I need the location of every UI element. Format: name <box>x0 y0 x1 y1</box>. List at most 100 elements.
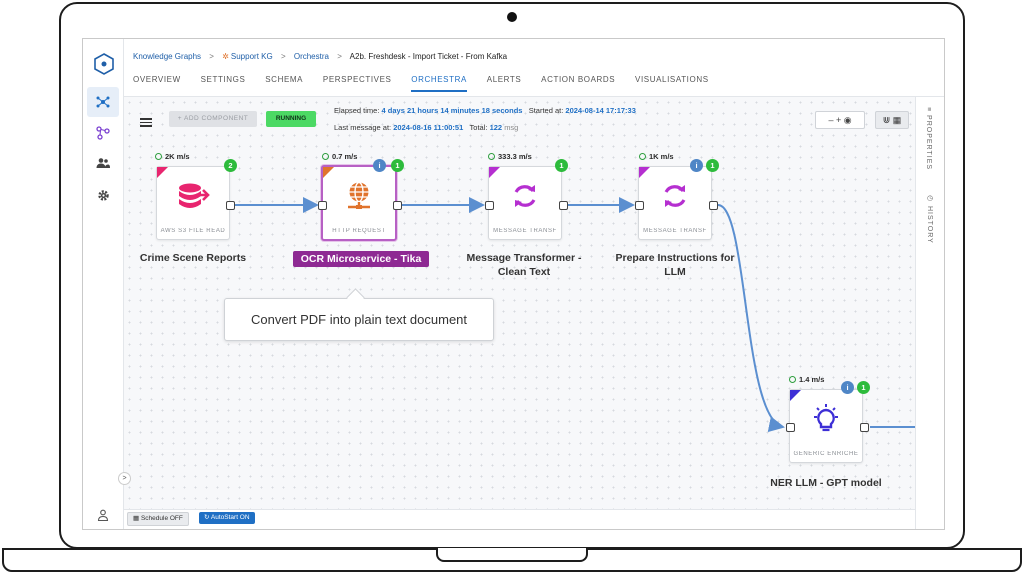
history-label: HISTORY <box>926 205 933 244</box>
count-badge: 1 <box>857 381 870 394</box>
gauge-icon <box>488 153 495 160</box>
gear-icon[interactable] <box>94 186 112 204</box>
info-badge[interactable]: i <box>841 381 854 394</box>
hierarchy-icon[interactable] <box>94 124 112 142</box>
tab-bar: OVERVIEW SETTINGS SCHEMA PERSPECTIVES OR… <box>133 75 726 95</box>
gauge-icon <box>155 153 162 160</box>
lightbulb-icon <box>814 404 838 432</box>
last-message-label: Last message at: <box>334 123 392 132</box>
users-icon[interactable] <box>94 154 112 172</box>
output-port[interactable] <box>226 201 235 210</box>
graph-network-icon[interactable] <box>94 93 112 111</box>
bottom-bar <box>124 509 915 529</box>
node-type-corner <box>157 167 168 178</box>
refresh-icon <box>514 185 536 207</box>
node-type-corner <box>489 167 500 178</box>
chevron-right-icon[interactable]: > <box>118 472 131 485</box>
node-generic-enricher[interactable]: GENERIC ENRICHE <box>789 389 863 463</box>
node-type-label: GENERIC ENRICHE <box>793 451 859 457</box>
history-tab[interactable]: ◷ HISTORY <box>925 194 933 244</box>
camera-icon <box>507 12 517 22</box>
properties-tab[interactable]: ≡ PROPERTIES <box>925 107 932 170</box>
node-type-corner <box>639 167 650 178</box>
total-unit: msg <box>504 123 519 132</box>
database-export-icon <box>179 183 210 208</box>
node-type-corner <box>790 390 801 401</box>
count-badge: 1 <box>706 159 719 172</box>
node-message-transformer[interactable]: MESSAGE TRANSF <box>488 166 562 240</box>
globe-network-icon <box>348 181 370 209</box>
zoom-controls[interactable]: – + ◉ <box>815 111 865 129</box>
calendar-icon: ▦ <box>133 515 141 522</box>
refresh-icon: ↻ <box>204 514 211 521</box>
output-port[interactable] <box>860 423 869 432</box>
breadcrumb-item-knowledge-graphs[interactable]: Knowledge Graphs <box>133 52 202 61</box>
properties-label: PROPERTIES <box>925 115 932 171</box>
tab-schema[interactable]: SCHEMA <box>265 75 304 84</box>
tab-action-boards[interactable]: ACTION BOARDS <box>541 75 616 84</box>
history-icon: ◷ <box>926 194 933 206</box>
properties-icon: ≡ <box>925 107 932 116</box>
user-profile-icon[interactable] <box>94 506 112 524</box>
support-kg-icon: ✲ <box>222 52 229 61</box>
connections-layer <box>235 197 915 433</box>
last-message-info: Last message at: 2024-08-16 11:00:51 Tot… <box>334 123 518 132</box>
total-value: 122 <box>489 123 503 132</box>
elapsed-value: 4 days 21 hours 14 minutes 18 seconds <box>381 106 523 115</box>
breadcrumb: Knowledge Graphs > ✲Support KG > Orchest… <box>133 52 513 61</box>
elapsed-info: Elapsed time: 4 days 21 hours 14 minutes… <box>334 106 636 115</box>
node-type-corner <box>323 167 334 178</box>
output-port[interactable] <box>559 201 568 210</box>
info-badge[interactable]: i <box>690 159 703 172</box>
laptop-notch <box>436 548 588 562</box>
node-rate: 333.3 m/s <box>488 152 532 161</box>
input-port[interactable] <box>635 201 644 210</box>
tab-perspectives[interactable]: PERSPECTIVES <box>322 75 392 84</box>
input-port[interactable] <box>318 201 327 210</box>
tab-alerts[interactable]: ALERTS <box>486 75 522 84</box>
breadcrumb-item-orchestra[interactable]: Orchestra <box>293 52 329 61</box>
input-port[interactable] <box>786 423 795 432</box>
chevron-right-icon: > <box>209 52 214 61</box>
right-panel: ≡ PROPERTIES ◷ HISTORY <box>915 97 944 529</box>
tab-overview[interactable]: OVERVIEW <box>133 75 181 84</box>
refresh-icon <box>664 185 686 207</box>
input-port[interactable] <box>485 201 494 210</box>
connection-4[interactable] <box>717 204 785 433</box>
schedule-toggle[interactable]: ▦ Schedule OFF <box>127 512 189 526</box>
breadcrumb-item-support-kg[interactable]: Support KG <box>230 52 273 61</box>
chevron-right-icon: > <box>280 52 286 61</box>
gauge-icon <box>789 376 796 383</box>
node-type-label: MESSAGE TRANSF <box>643 228 707 234</box>
tab-divider <box>123 96 944 97</box>
app-logo-icon[interactable] <box>94 53 114 75</box>
tab-settings[interactable]: SETTINGS <box>200 75 246 84</box>
node-rate: 1K m/s <box>639 152 674 161</box>
gauge-icon <box>322 153 329 160</box>
count-badge: 1 <box>555 159 568 172</box>
node-description-tooltip: Convert PDF into plain text document <box>224 298 494 341</box>
started-label: Started at: <box>528 106 564 115</box>
total-label: Total: <box>469 123 488 132</box>
snap-grid-toggle[interactable]: ⋓ ▦ <box>875 111 909 129</box>
node-message-transformer-2[interactable]: MESSAGE TRANSF <box>638 166 712 240</box>
count-badge: 1 <box>391 159 404 172</box>
output-port[interactable] <box>393 201 402 210</box>
output-port[interactable] <box>709 201 718 210</box>
last-message-value: 2024-08-16 11:00:51 <box>393 123 464 132</box>
count-badge: 2 <box>224 159 237 172</box>
node-http-request[interactable]: HTTP REQUEST <box>321 165 397 241</box>
tab-visualisations[interactable]: VISUALISATIONS <box>635 75 709 84</box>
node-type-label: MESSAGE TRANSF <box>493 228 557 234</box>
node-aws-s3[interactable]: AWS S3 FILE READ <box>156 166 230 240</box>
status-badge: RUNNING <box>266 111 316 127</box>
info-badge[interactable]: i <box>373 159 386 172</box>
menu-icon[interactable] <box>140 116 152 129</box>
node-title: Message Transformer - Clean Text <box>466 252 582 278</box>
autostart-toggle[interactable]: ↻ AutoStart ON <box>199 512 255 524</box>
node-rate: 1.4 m/s <box>789 375 824 384</box>
tab-orchestra[interactable]: ORCHESTRA <box>411 75 467 92</box>
chevron-right-icon: > <box>337 52 342 61</box>
breadcrumb-current: A2b. Freshdesk - Import Ticket - From Ka… <box>349 52 508 61</box>
add-component-button[interactable]: + ADD COMPONENT <box>169 111 257 127</box>
